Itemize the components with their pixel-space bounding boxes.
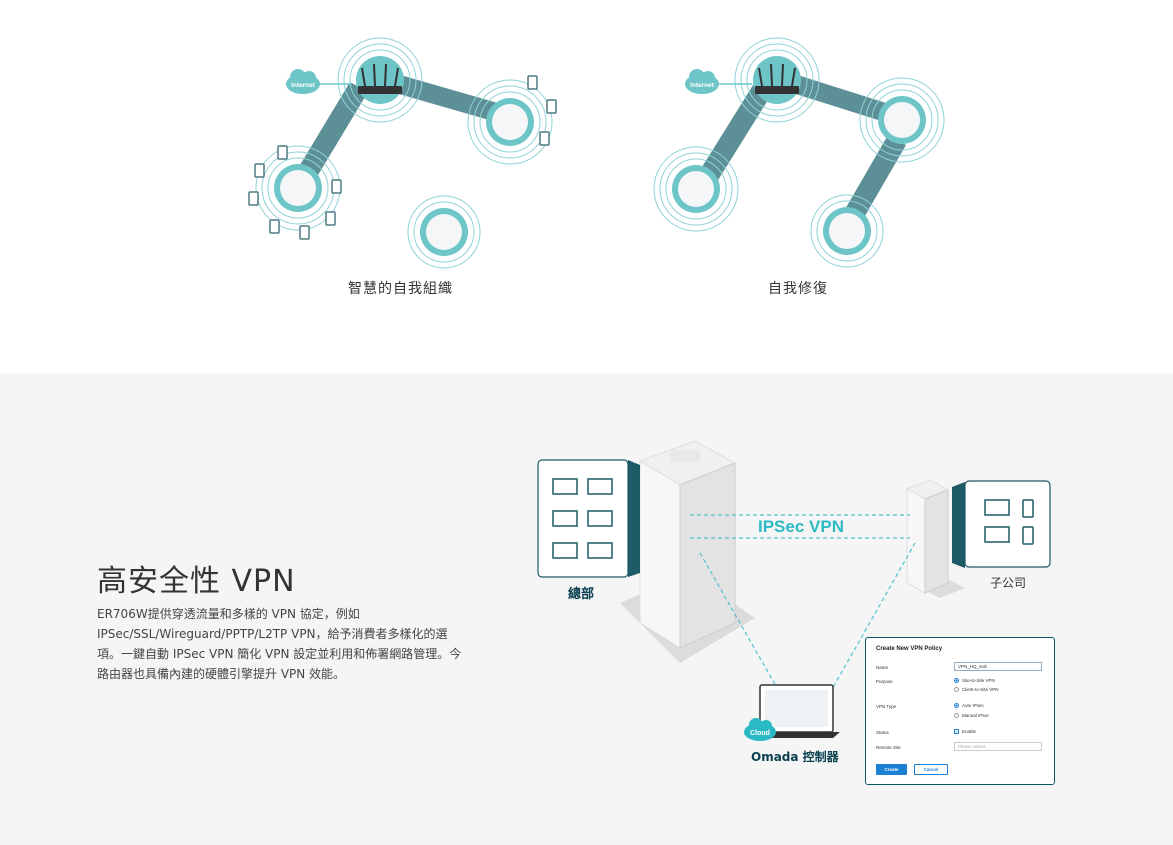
purpose-option-site[interactable]: Site-to-Site VPN xyxy=(954,678,995,683)
radio-selected-icon xyxy=(954,703,959,708)
self-organizing-caption: 智慧的自我組織 xyxy=(348,281,453,297)
branch-devices-panel xyxy=(952,480,1051,568)
router-icon xyxy=(753,56,801,104)
type-option-auto[interactable]: Auto IPsec xyxy=(954,703,984,708)
cancel-button[interactable]: Cancel xyxy=(914,764,948,775)
cloud-icon xyxy=(744,718,776,741)
access-point-icon xyxy=(878,96,926,144)
access-point-icon xyxy=(823,207,871,255)
status-checkbox[interactable]: ✓ Enable xyxy=(954,729,977,734)
laptop-icon xyxy=(752,684,840,738)
create-button[interactable]: Create xyxy=(876,764,907,775)
remote-site-label: Remote Site xyxy=(876,745,901,750)
type-option-manual[interactable]: Manual IPsec xyxy=(954,713,989,718)
vpn-section: 高安全性 VPN ER706W提供穿透流量和多樣的 VPN 協定，例如 IPSe… xyxy=(0,373,1173,845)
vpn-description: ER706W提供穿透流量和多樣的 VPN 協定，例如 IPSec/SSL/Wir… xyxy=(97,607,462,681)
radio-selected-icon xyxy=(954,678,959,683)
hq-building-icon xyxy=(620,440,755,663)
self-healing-diagram: Internet xyxy=(640,0,960,270)
radio-icon xyxy=(954,687,959,692)
self-healing-caption: 自我修復 xyxy=(768,281,828,297)
vpn-type-label: VPN Type xyxy=(876,704,897,709)
omada-controller-label: Omada 控制器 xyxy=(751,750,839,764)
purpose-option-client[interactable]: Client-to-Site VPN xyxy=(954,687,999,692)
branch-label: 子公司 xyxy=(990,576,1027,590)
vpn-diagram: Cloud xyxy=(537,440,1051,741)
ipsec-vpn-label: IPSec VPN xyxy=(758,517,844,536)
radio-icon xyxy=(954,713,959,718)
name-label: Name xyxy=(876,665,889,670)
access-point-icon xyxy=(486,98,534,146)
branch-building-icon xyxy=(905,479,965,598)
internet-cloud-icon xyxy=(685,69,752,94)
access-point-icon xyxy=(420,208,468,256)
access-point-icon xyxy=(274,164,322,212)
cloud-label: Cloud xyxy=(750,730,770,737)
router-icon xyxy=(356,56,404,104)
vpn-policy-window: Create New VPN Policy Name VPN_HQ_Sub Pu… xyxy=(865,637,1055,785)
internet-cloud-icon xyxy=(286,69,352,94)
status-label: Status xyxy=(876,730,889,735)
self-organizing-diagram: Internet xyxy=(240,0,580,270)
remote-site-select[interactable]: Please Select xyxy=(954,742,1042,751)
name-input[interactable]: VPN_HQ_Sub xyxy=(954,662,1042,671)
device-icons xyxy=(248,75,557,240)
hq-devices-panel xyxy=(537,459,640,578)
checkbox-checked-icon: ✓ xyxy=(954,729,959,734)
access-point-icon xyxy=(672,165,720,213)
vpn-title: 高安全性 VPN xyxy=(97,564,296,599)
internet-label: Internet xyxy=(690,82,715,89)
mesh-link xyxy=(294,72,515,185)
hq-label: 總部 xyxy=(568,587,595,602)
mesh-section: Internet 智慧的自我組織 xyxy=(0,0,1173,373)
internet-label: Internet xyxy=(291,82,316,89)
policy-title: Create New VPN Policy xyxy=(876,646,943,652)
purpose-label: Purpose xyxy=(876,679,893,684)
